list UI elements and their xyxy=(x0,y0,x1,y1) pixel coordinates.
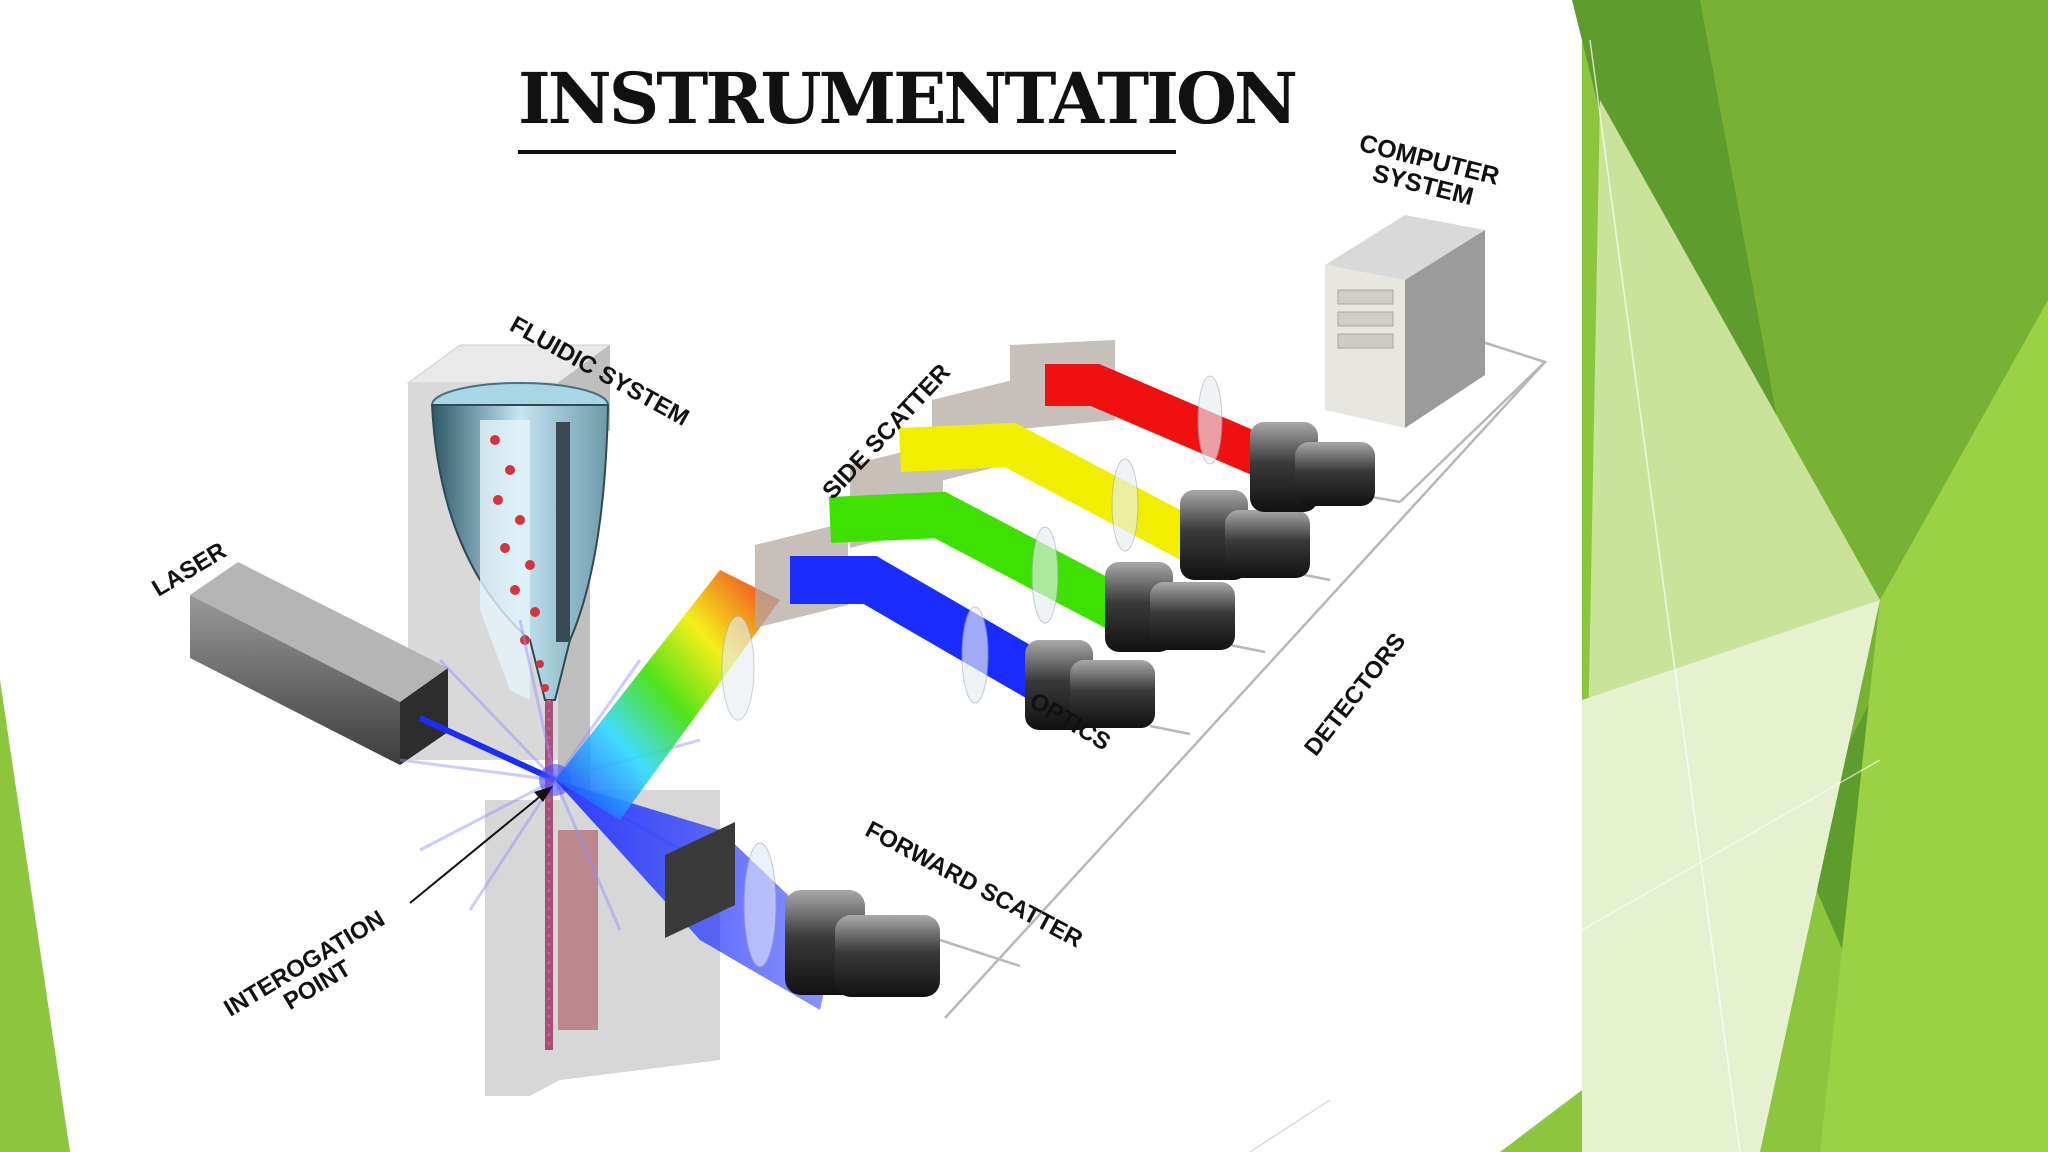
right-green-mid-panel xyxy=(1700,0,2048,760)
left-green-strip xyxy=(0,680,70,1152)
laser-beam xyxy=(418,715,557,783)
laser-box xyxy=(190,562,448,765)
detector-rail xyxy=(939,336,1548,1019)
bottom-green-sliver xyxy=(1500,1090,1582,1152)
collection-lens xyxy=(721,615,755,721)
detector-red xyxy=(1250,422,1375,512)
interrogation-arrow xyxy=(409,786,553,904)
sample-stream xyxy=(545,700,598,1050)
slide-title: INSTRUMENTATION xyxy=(518,57,1298,140)
title-underline xyxy=(518,150,1176,154)
detector-cameras xyxy=(785,422,1375,997)
deco-line-1 xyxy=(1589,39,1741,1152)
detector-forward xyxy=(785,890,940,997)
forward-scatter-lens xyxy=(743,842,777,968)
detector-yellow xyxy=(1180,490,1310,580)
sample-cells xyxy=(490,435,549,692)
right-green-pale-panel xyxy=(1582,600,1880,1152)
detector-blue xyxy=(1025,640,1155,730)
detector-lenses xyxy=(961,375,1223,704)
beam-blue xyxy=(790,556,1073,711)
detector-green xyxy=(1105,562,1235,652)
fluidic-nozzle xyxy=(430,382,610,701)
deco-line-2 xyxy=(1581,759,1881,931)
beam-green xyxy=(828,491,1141,636)
spectrum-fan xyxy=(555,570,780,820)
computer-icon xyxy=(1325,215,1485,428)
deco-line-3 xyxy=(1249,1099,1331,1152)
right-green-bright-panel xyxy=(1820,300,2048,1152)
forward-scatter-blocker xyxy=(665,822,735,938)
